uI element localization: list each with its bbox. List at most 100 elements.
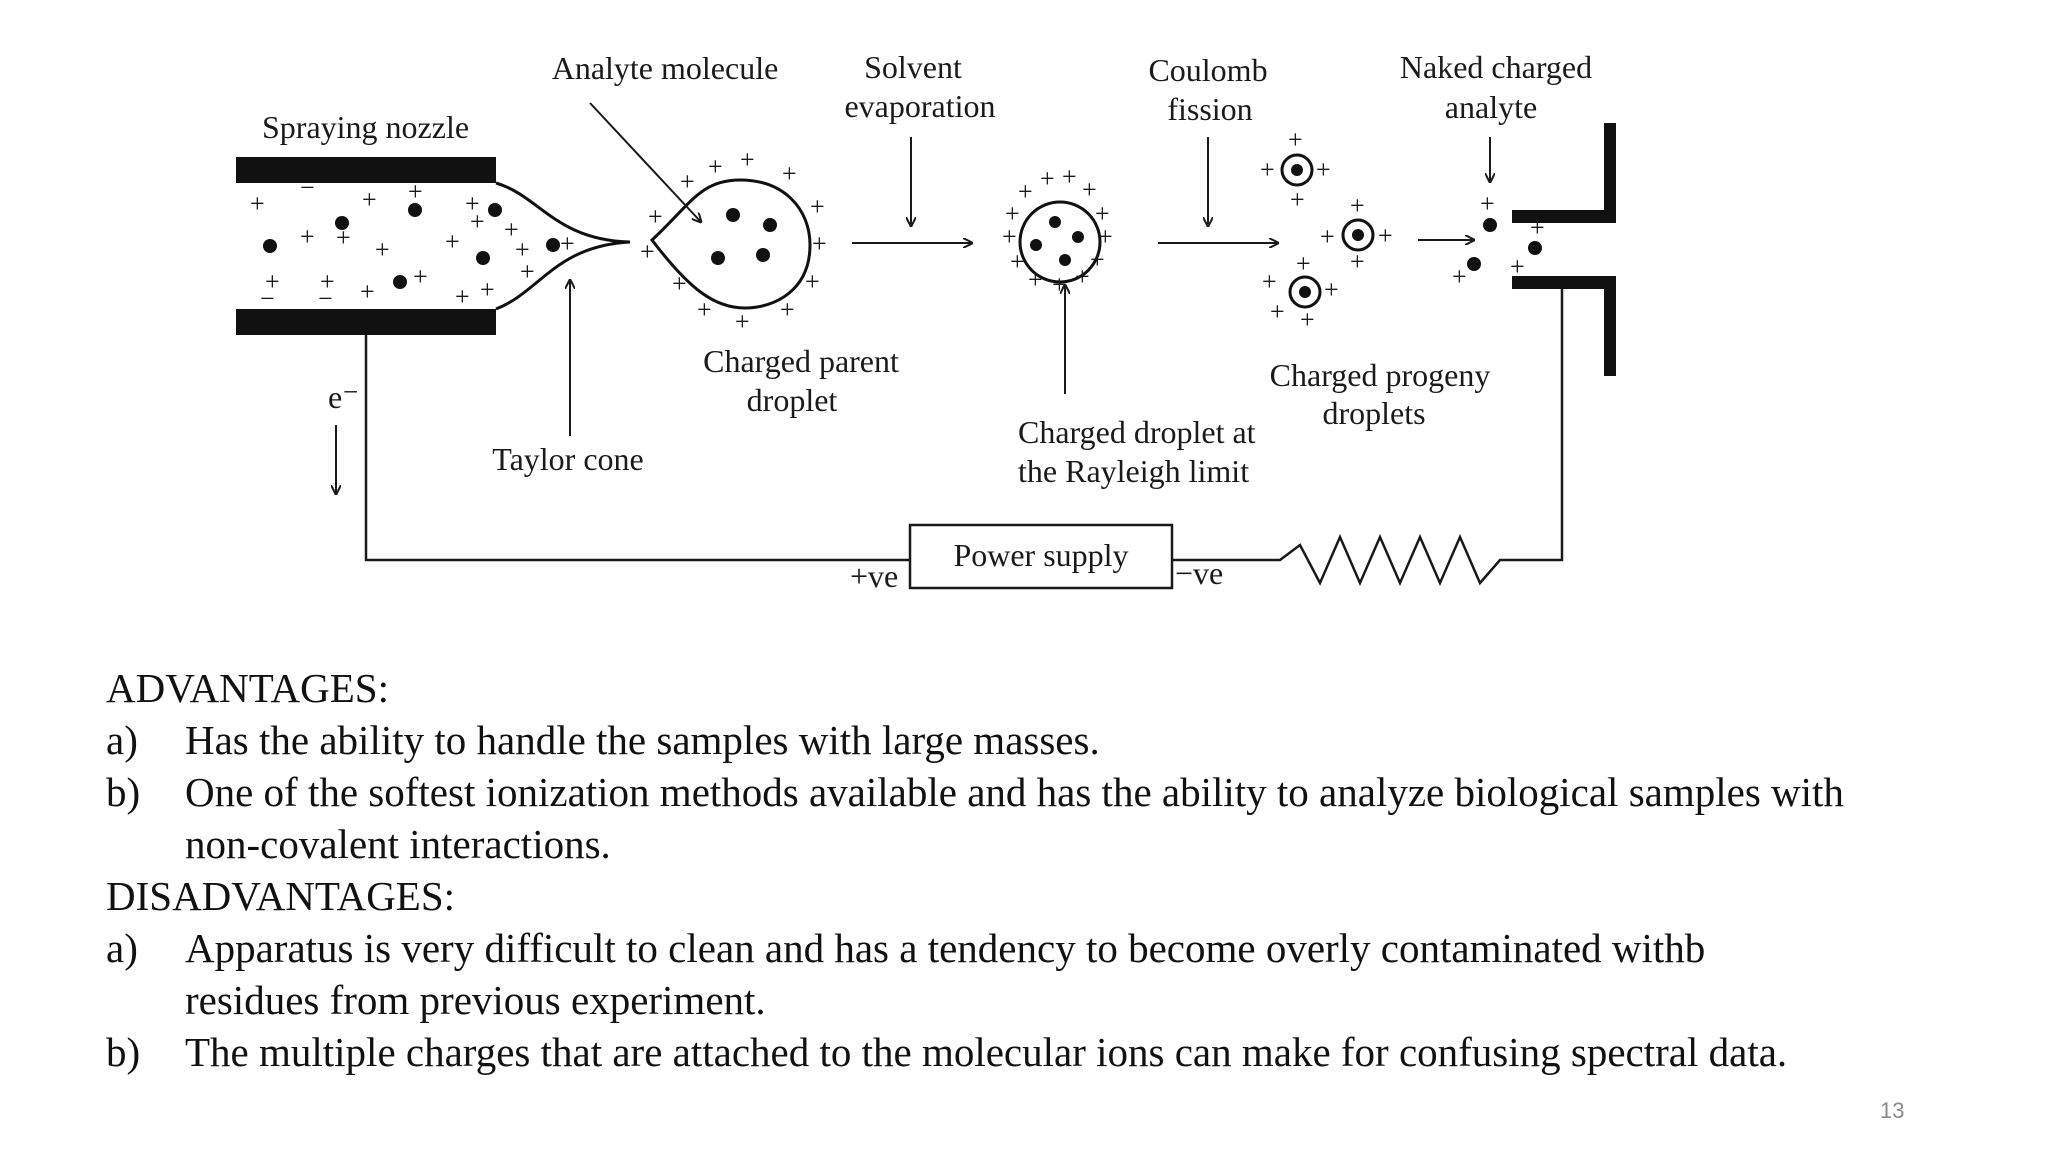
list-item: b) The multiple charges that are attache… bbox=[106, 1026, 1846, 1078]
nozzle-charges: +−+ +++ +++ +++ +++ +++ +−− + bbox=[250, 173, 575, 313]
svg-text:+: + bbox=[336, 223, 351, 252]
svg-text:+: + bbox=[648, 202, 663, 231]
list-marker: b) bbox=[106, 1029, 141, 1075]
svg-text:+: + bbox=[1082, 175, 1097, 204]
label-naked-charged: Naked charged bbox=[1400, 49, 1592, 85]
label-evaporation: evaporation bbox=[844, 88, 995, 124]
list-item-text: Apparatus is very difficult to clean and… bbox=[185, 925, 1706, 1023]
svg-text:+: + bbox=[1260, 155, 1275, 184]
label-fission: fission bbox=[1167, 91, 1252, 127]
svg-text:+: + bbox=[362, 185, 377, 214]
svg-text:+: + bbox=[812, 229, 827, 258]
svg-text:+: + bbox=[1270, 297, 1285, 326]
svg-text:+: + bbox=[1028, 265, 1043, 294]
svg-text:+: + bbox=[445, 227, 460, 256]
naked-charged-analyte bbox=[1467, 218, 1542, 271]
svg-text:+: + bbox=[1095, 199, 1110, 228]
svg-text:+: + bbox=[672, 269, 687, 298]
svg-text:+: + bbox=[810, 192, 825, 221]
label-rayleigh-2: the Rayleigh limit bbox=[1018, 453, 1249, 489]
label-rayleigh-1: Charged droplet at bbox=[1018, 414, 1256, 450]
svg-text:+: + bbox=[708, 152, 723, 181]
list-item-text: The multiple charges that are attached t… bbox=[185, 1029, 1788, 1075]
text-content: ADVANTAGES: a) Has the ability to handle… bbox=[106, 662, 1846, 1078]
label-charged-parent: Charged parent bbox=[703, 343, 899, 379]
svg-text:+: + bbox=[250, 189, 265, 218]
svg-text:+: + bbox=[320, 267, 335, 296]
svg-text:+: + bbox=[1075, 262, 1090, 291]
circuit-wire bbox=[364, 289, 1564, 587]
parent-droplet-charges: + + + + + + + + + + + + + bbox=[640, 145, 827, 336]
rayleigh-limit-droplet bbox=[1018, 200, 1102, 284]
power-supply-box bbox=[908, 523, 1174, 590]
svg-text:+: + bbox=[1452, 262, 1467, 291]
svg-text:+: + bbox=[1062, 162, 1077, 191]
svg-text:+: + bbox=[360, 277, 375, 306]
svg-text:+: + bbox=[1350, 191, 1365, 220]
svg-text:+: + bbox=[265, 267, 280, 296]
svg-text:+: + bbox=[1378, 221, 1393, 250]
label-positive-terminal: +ve bbox=[850, 558, 898, 594]
ms-inlet bbox=[1512, 123, 1616, 376]
list-item-text: Has the ability to handle the samples wi… bbox=[185, 717, 1100, 763]
svg-text:+: + bbox=[375, 235, 390, 264]
svg-text:+: + bbox=[1350, 247, 1365, 276]
advantages-heading: ADVANTAGES: bbox=[106, 665, 389, 711]
svg-text:+: + bbox=[465, 189, 480, 218]
svg-text:+: + bbox=[1098, 222, 1113, 251]
label-droplet: droplet bbox=[747, 382, 838, 418]
list-item: b) One of the softest ionization methods… bbox=[106, 766, 1846, 870]
svg-text:+: + bbox=[560, 229, 575, 258]
svg-text:+: + bbox=[470, 207, 485, 236]
svg-text:+: + bbox=[1296, 249, 1311, 278]
svg-text:+: + bbox=[480, 275, 495, 304]
label-spraying-nozzle: Spraying nozzle bbox=[262, 109, 469, 145]
list-marker: a) bbox=[106, 717, 138, 763]
svg-text:+: + bbox=[1324, 275, 1339, 304]
svg-text:+: + bbox=[408, 177, 423, 206]
svg-text:+: + bbox=[1316, 155, 1331, 184]
electrospray-ionization-diagram: +−+ +++ +++ +++ +++ +++ +−− + +++ +++ ++… bbox=[236, 49, 1616, 594]
svg-text:+: + bbox=[1090, 245, 1105, 274]
svg-text:+: + bbox=[1320, 222, 1335, 251]
nozzle-analyte-molecules bbox=[263, 203, 560, 289]
svg-text:+: + bbox=[515, 235, 530, 264]
spraying-nozzle bbox=[236, 157, 631, 335]
svg-text:+: + bbox=[680, 167, 695, 196]
label-taylor-cone: Taylor cone bbox=[492, 441, 643, 477]
label-solvent: Solvent bbox=[864, 49, 962, 85]
svg-text:+: + bbox=[1300, 305, 1315, 334]
svg-text:+: + bbox=[413, 262, 428, 291]
svg-text:+: + bbox=[740, 145, 755, 174]
svg-text:+: + bbox=[504, 215, 519, 244]
svg-text:+: + bbox=[805, 267, 820, 296]
svg-text:+: + bbox=[735, 307, 750, 336]
list-item: a) Has the ability to handle the samples… bbox=[106, 714, 1846, 766]
svg-text:−: − bbox=[300, 173, 315, 202]
svg-text:+: + bbox=[1290, 185, 1305, 214]
svg-text:+: + bbox=[780, 295, 795, 324]
svg-text:+: + bbox=[455, 282, 470, 311]
label-charged-progeny: Charged progeny bbox=[1270, 357, 1491, 393]
progeny-droplet-charges: +++ +++ +++ +++ + bbox=[1260, 125, 1393, 334]
svg-text:+: + bbox=[1510, 252, 1525, 281]
label-negative-terminal: −ve bbox=[1175, 555, 1223, 591]
svg-text:−: − bbox=[260, 284, 275, 313]
charged-progeny-droplets bbox=[1280, 153, 1375, 309]
svg-text:+: + bbox=[782, 159, 797, 188]
process-arrows bbox=[336, 102, 1490, 494]
label-analyte-molecule: Analyte molecule bbox=[552, 50, 779, 86]
svg-text:+: + bbox=[1010, 247, 1025, 276]
diagram-labels: Spraying nozzle Analyte molecule Solvent… bbox=[262, 49, 1592, 594]
svg-text:+: + bbox=[520, 257, 535, 286]
charged-parent-droplet bbox=[649, 178, 812, 310]
disadvantages-heading: DISADVANTAGES: bbox=[106, 873, 456, 919]
naked-analyte-charges: ++ ++ bbox=[1452, 189, 1545, 291]
svg-text:+: + bbox=[1262, 267, 1277, 296]
svg-text:+: + bbox=[640, 237, 655, 266]
svg-text:+: + bbox=[300, 222, 315, 251]
page-number: 13 bbox=[1880, 1098, 1905, 1123]
label-electron: e⁻ bbox=[328, 379, 359, 415]
svg-text:+: + bbox=[697, 295, 712, 324]
svg-text:+: + bbox=[1288, 125, 1303, 154]
